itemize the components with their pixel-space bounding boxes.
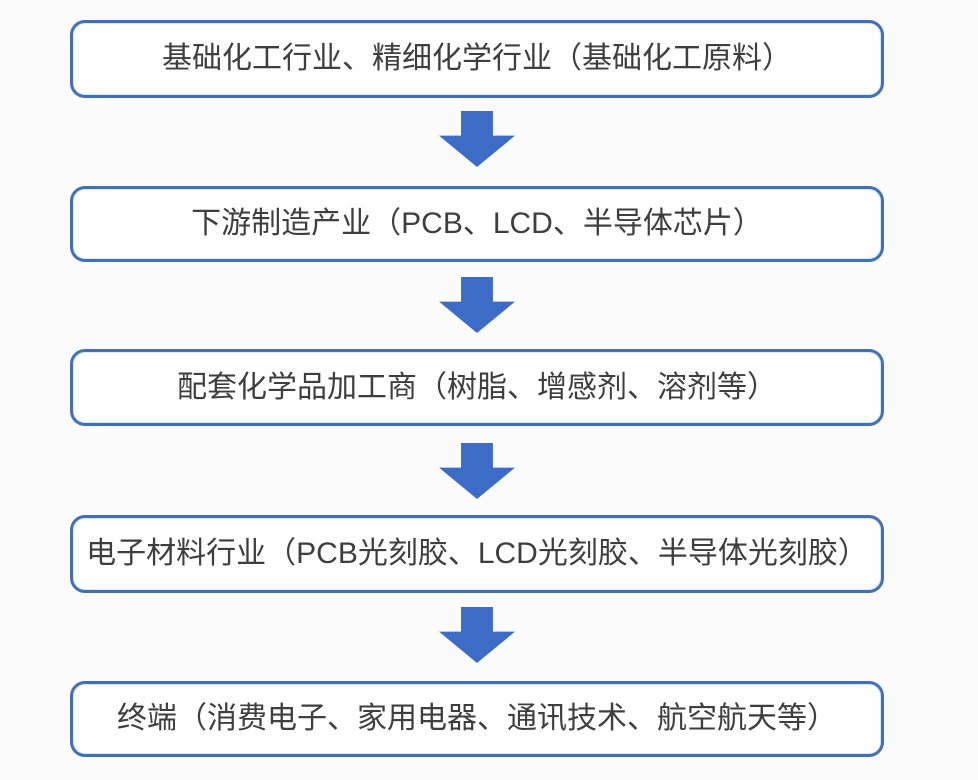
flow-step-label: 基础化工行业、精细化学行业（基础化工原料） — [162, 42, 792, 75]
down-arrow-icon — [439, 607, 515, 663]
flow-step-basic-chemicals: 基础化工行业、精细化学行业（基础化工原料） — [70, 20, 884, 98]
down-arrow-icon — [439, 443, 515, 499]
flow-step-label: 配套化学品加工商（树脂、增感剂、溶剂等） — [177, 370, 777, 404]
flow-step-electronic-materials: 电子材料行业（PCB光刻胶、LCD光刻胶、半导体光刻胶） — [70, 515, 884, 593]
flow-step-downstream-manufacturing: 下游制造产业（PCB、LCD、半导体芯片） — [70, 186, 884, 262]
flow-step-end-terminals: 终端（消费电子、家用电器、通讯技术、航空航天等） — [70, 681, 884, 757]
flow-step-label: 终端（消费电子、家用电器、通讯技术、航空航天等） — [117, 702, 837, 735]
flow-step-label: 电子材料行业（PCB光刻胶、LCD光刻胶、半导体光刻胶） — [86, 537, 868, 570]
flow-step-label: 下游制造产业（PCB、LCD、半导体芯片） — [191, 207, 763, 240]
down-arrow-icon — [439, 111, 515, 167]
flow-step-supporting-chemicals: 配套化学品加工商（树脂、增感剂、溶剂等） — [70, 349, 884, 426]
down-arrow-icon — [439, 277, 515, 333]
